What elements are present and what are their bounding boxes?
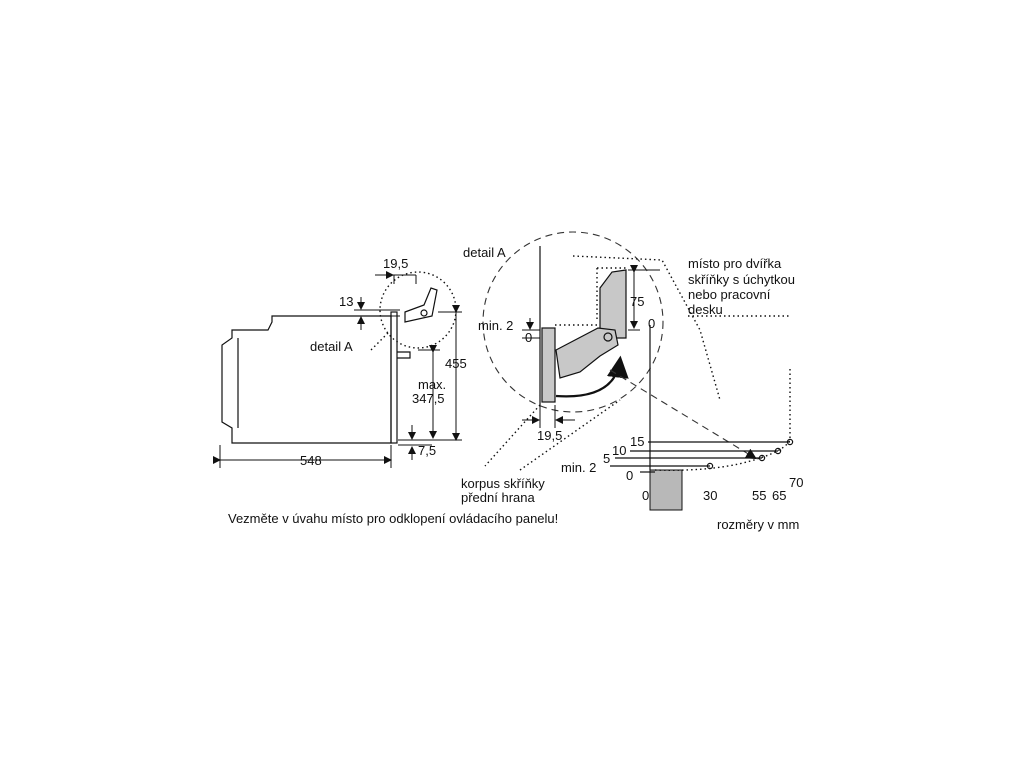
scale-0-left-label: 0	[626, 468, 633, 483]
door-panel	[541, 327, 556, 403]
misto-label-line3: nebo pracovní	[688, 287, 771, 302]
dim-7-5-label: 7,5	[418, 443, 436, 458]
cabinet-door-piece	[599, 269, 627, 339]
note-text: Vezměte v úvahu místo pro odklopení ovlá…	[228, 511, 558, 526]
dim-19-5-detail-label: 19,5	[537, 428, 562, 443]
oven-body-outline	[221, 315, 392, 444]
hinge-arm	[555, 327, 619, 379]
dim-0-detail-label: 0	[525, 330, 532, 345]
detail-a-left-label: detail A	[310, 339, 353, 354]
cabinet-edge-block	[649, 469, 683, 511]
dim-455-label: 455	[445, 356, 467, 371]
misto-label-line2: skříňky s úchytkou	[688, 272, 795, 287]
oven-door	[390, 311, 398, 444]
left-dimensions: 548 19,5 13 455 max. 347,5 7,5 detail A	[213, 256, 467, 468]
dim-max-label: max.	[418, 377, 446, 392]
dim-0-right-label: 0	[648, 316, 655, 331]
detail-a-view: detail A min. 2 0 19,5 75 0 korpus sk	[461, 231, 795, 505]
swing-path	[654, 368, 791, 471]
swing-arrow	[555, 355, 629, 398]
misto-label-line4: desku	[688, 302, 723, 317]
units-text: rozměry v mm	[717, 517, 799, 532]
dim-19-5-top-label: 19,5	[383, 256, 408, 271]
dim-548-label: 548	[300, 453, 322, 468]
scale-15-label: 15	[630, 434, 644, 449]
scale-70-label: 70	[789, 475, 803, 490]
korpus-label-line2: přední hrana	[461, 490, 535, 505]
oven-side-view	[221, 271, 457, 444]
scale-55-label: 55	[752, 488, 766, 503]
scale-65-label: 65	[772, 488, 786, 503]
scale-min2-label: min. 2	[561, 460, 596, 475]
detail-a-right-label: detail A	[463, 245, 506, 260]
scale-0-bottom-label: 0	[642, 488, 649, 503]
misto-label-line1: místo pro dvířka	[688, 256, 782, 271]
dim-347-5-label: 347,5	[412, 391, 445, 406]
dashed-pointer-arrow	[609, 369, 757, 460]
scale-5-label: 5	[603, 451, 610, 466]
detail-circle-right	[482, 231, 664, 413]
dim-min2-detail-label: min. 2	[478, 318, 513, 333]
dim-13-label: 13	[339, 294, 353, 309]
clearance-scale: 15 10 5 min. 2 0 0 30 55 65 70	[561, 325, 803, 511]
dim-75-label: 75	[630, 294, 644, 309]
scale-10-label: 10	[612, 443, 626, 458]
hinge-sketch	[404, 287, 438, 323]
scale-30-label: 30	[703, 488, 717, 503]
korpus-label-line1: korpus skříňky	[461, 476, 545, 491]
